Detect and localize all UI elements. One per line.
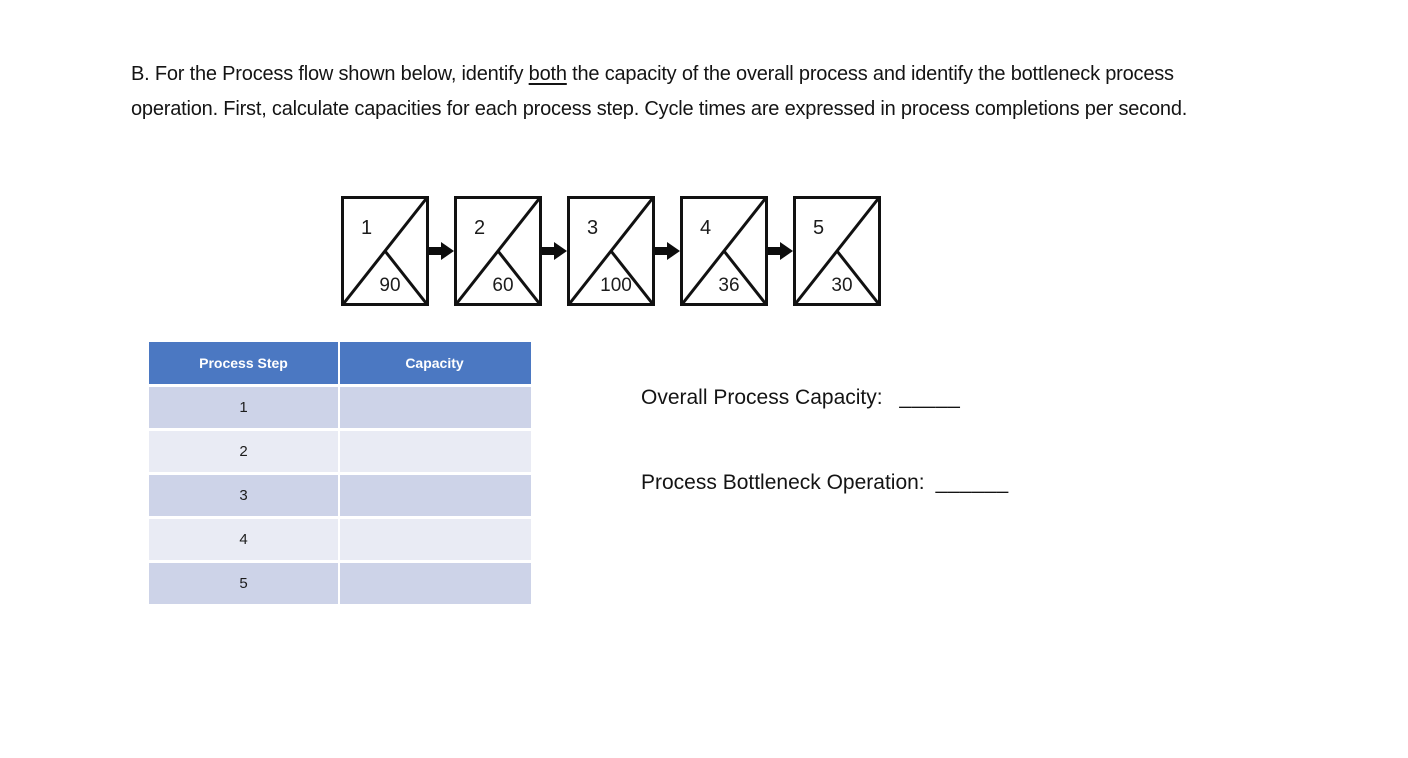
capacity-cell [340, 475, 529, 516]
process-step-box-3: 3 100 [567, 196, 655, 306]
overall-capacity-blank: _____ [899, 386, 961, 409]
process-symbol-lines-icon [796, 199, 878, 303]
question-prefix: B. For the Process flow shown below, ide… [131, 63, 529, 85]
process-step-box-1: 1 90 [341, 196, 429, 306]
capacity-cell [340, 431, 529, 472]
table-row: 2 [149, 431, 531, 472]
process-step-box-2: 2 60 [454, 196, 542, 306]
capacity-cell [340, 519, 529, 560]
step-number: 4 [700, 217, 712, 239]
overall-capacity-line: Overall Process Capacity: _____ [641, 386, 1009, 414]
table-header-row: Process Step Capacity [149, 342, 531, 384]
capacity-table: Process Step Capacity 1 2 3 4 5 [149, 342, 531, 604]
step-number: 1 [361, 217, 373, 239]
step-number: 2 [474, 217, 486, 239]
col-header-capacity: Capacity [405, 355, 464, 371]
process-symbol-lines-icon [457, 199, 539, 303]
process-step-cell: 4 [149, 519, 340, 560]
question-suffix: the capacity of the overall process and … [131, 63, 1188, 120]
process-symbol-lines-icon [344, 199, 426, 303]
process-step-cell: 1 [149, 387, 340, 428]
step-cycle-time: 90 [379, 275, 401, 296]
process-step-cell: 3 [149, 475, 340, 516]
step-number: 3 [587, 217, 599, 239]
capacity-cell [340, 563, 529, 604]
arrow-right-icon [429, 196, 454, 306]
process-step-box-5: 5 30 [793, 196, 881, 306]
process-symbol-lines-icon [570, 199, 652, 303]
step-cycle-time: 60 [492, 275, 514, 296]
process-step-cell: 5 [149, 563, 340, 604]
bottleneck-label: Process Bottleneck Operation: [641, 471, 925, 494]
table-row: 4 [149, 519, 531, 560]
process-symbol-lines-icon [683, 199, 765, 303]
arrow-right-icon [768, 196, 793, 306]
table-row: 5 [149, 563, 531, 604]
capacity-cell [340, 387, 529, 428]
arrow-right-icon [655, 196, 680, 306]
bottleneck-blank: ______ [935, 471, 1009, 494]
arrow-right-icon [542, 196, 567, 306]
process-step-box-4: 4 36 [680, 196, 768, 306]
question-text: B. For the Process flow shown below, ide… [131, 57, 1266, 127]
answer-blanks: Overall Process Capacity: _____ Process … [641, 386, 1009, 499]
table-row: 1 [149, 387, 531, 428]
process-step-cell: 2 [149, 431, 340, 472]
step-cycle-time: 36 [718, 275, 740, 296]
table-row: 3 [149, 475, 531, 516]
step-cycle-time: 100 [600, 275, 632, 296]
overall-capacity-label: Overall Process Capacity: [641, 386, 889, 409]
process-flow-diagram: 1 90 2 60 3 100 4 [341, 196, 881, 306]
col-header-process-step: Process Step [149, 342, 340, 384]
bottleneck-line: Process Bottleneck Operation: ______ [641, 471, 1009, 499]
question-underlined-word: both [528, 63, 567, 85]
step-cycle-time: 30 [831, 275, 853, 296]
step-number: 5 [813, 217, 825, 239]
